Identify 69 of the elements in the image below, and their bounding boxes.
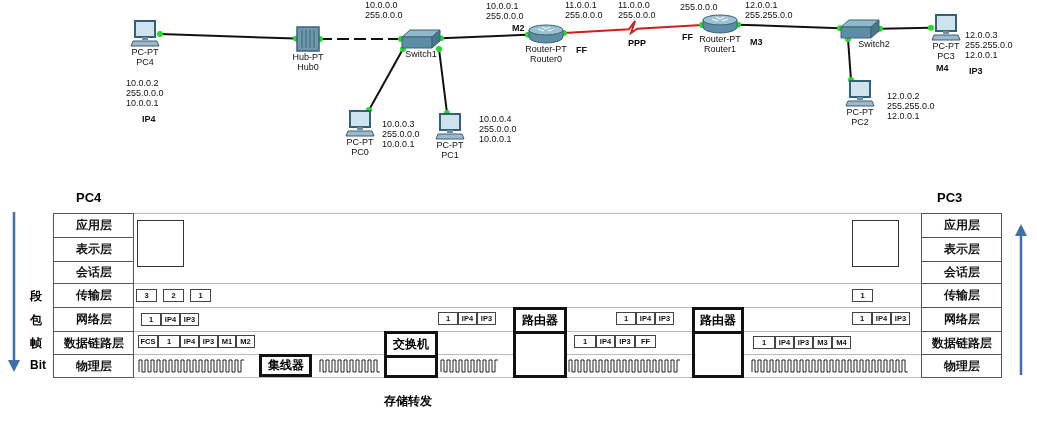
- device-label: PC4: [135, 57, 155, 67]
- device-label: PC-PT: [931, 41, 961, 51]
- device-label: Router1: [703, 44, 737, 54]
- device-label: Hub-PT: [291, 52, 325, 62]
- layer-label: 物理层: [53, 354, 134, 378]
- port-label: FF: [682, 32, 693, 42]
- port-label: M4: [936, 63, 949, 73]
- layer-label: 物理层: [921, 354, 1002, 378]
- device-label: PC-PT: [345, 137, 375, 147]
- layer-label: 会话层: [921, 261, 1002, 284]
- network-link: [735, 21, 843, 32]
- device-box: 交换机: [384, 331, 438, 378]
- data-unit-label: Bit: [30, 358, 46, 372]
- ip-address-text: 10.0.0.0 255.0.0.0: [365, 0, 403, 20]
- data-unit-label: 包: [30, 312, 42, 329]
- network-link: [561, 20, 705, 36]
- ip-address-text: 255.0.0.0: [680, 2, 718, 12]
- layer-label: 网络层: [53, 307, 134, 332]
- device-label: PC1: [440, 150, 460, 160]
- layer-label: 数据链路层: [53, 331, 134, 355]
- ip-address-text: 10.0.0.1 255.0.0.0: [486, 1, 524, 21]
- data-unit-label: 帧: [30, 335, 42, 352]
- data-unit-label: 段: [30, 288, 42, 305]
- ip-address-text: 10.0.0.4 255.0.0.0 10.0.0.1: [479, 114, 517, 144]
- port-label: IP3: [969, 66, 983, 76]
- device-label: PC-PT: [435, 140, 465, 150]
- device-label: Router0: [529, 54, 563, 64]
- device-label: Switch1: [404, 49, 438, 59]
- network-link: [845, 36, 854, 83]
- ip-address-text: 11.0.0.0 255.0.0.0: [618, 0, 656, 20]
- device-box: 路由器: [692, 307, 744, 378]
- layer-label: 应用层: [53, 213, 134, 238]
- layer-label: 表示层: [53, 237, 134, 262]
- port-label: IP4: [142, 114, 156, 124]
- network-link: [438, 31, 531, 42]
- ip-address-text: 10.0.0.2 255.0.0.0 10.0.0.1: [126, 78, 164, 108]
- host-heading: PC3: [937, 190, 963, 205]
- device-label: PC0: [350, 147, 370, 157]
- layer-label: 数据链路层: [921, 331, 1002, 355]
- edge-label: PPP: [627, 38, 647, 48]
- layer-label: 会话层: [53, 261, 134, 284]
- network-link: [366, 46, 406, 113]
- ip-address-text: 10.0.0.3 255.0.0.0 10.0.0.1: [382, 119, 420, 149]
- device-label: Switch2: [857, 39, 891, 49]
- port-label: M2: [512, 23, 525, 33]
- device-label: Router-PT: [698, 34, 742, 44]
- layer-label: 网络层: [921, 307, 1002, 332]
- device-label: PC-PT: [845, 107, 875, 117]
- device-label: PC-PT: [130, 47, 160, 57]
- ip-address-text: 12.0.0.3 255.255.0.0 12.0.0.1: [965, 30, 1013, 60]
- device-label: PC3: [936, 51, 956, 61]
- layer-label: 传输层: [53, 283, 134, 308]
- port-label: FF: [576, 45, 587, 55]
- layer-label: 应用层: [921, 213, 1002, 238]
- host-heading: PC4: [76, 190, 102, 205]
- device-label: Hub0: [296, 62, 320, 72]
- layer-label: 表示层: [921, 237, 1002, 262]
- device-label: PC2: [850, 117, 870, 127]
- port-label: M3: [750, 37, 763, 47]
- device-box: 集线器: [259, 354, 312, 377]
- network-link: [436, 46, 450, 116]
- device-label: Router-PT: [524, 44, 568, 54]
- ip-address-text: 12.0.0.1 255.255.0.0: [745, 0, 793, 20]
- device-box: 路由器: [513, 307, 567, 378]
- network-link: [877, 24, 934, 32]
- ip-address-text: 12.0.0.2 255.255.0.0 12.0.0.1: [887, 91, 935, 121]
- ip-address-text: 11.0.0.1 255.0.0.0: [565, 0, 603, 20]
- annotation-text: 存储转发: [384, 393, 432, 410]
- layer-label: 传输层: [921, 283, 1002, 308]
